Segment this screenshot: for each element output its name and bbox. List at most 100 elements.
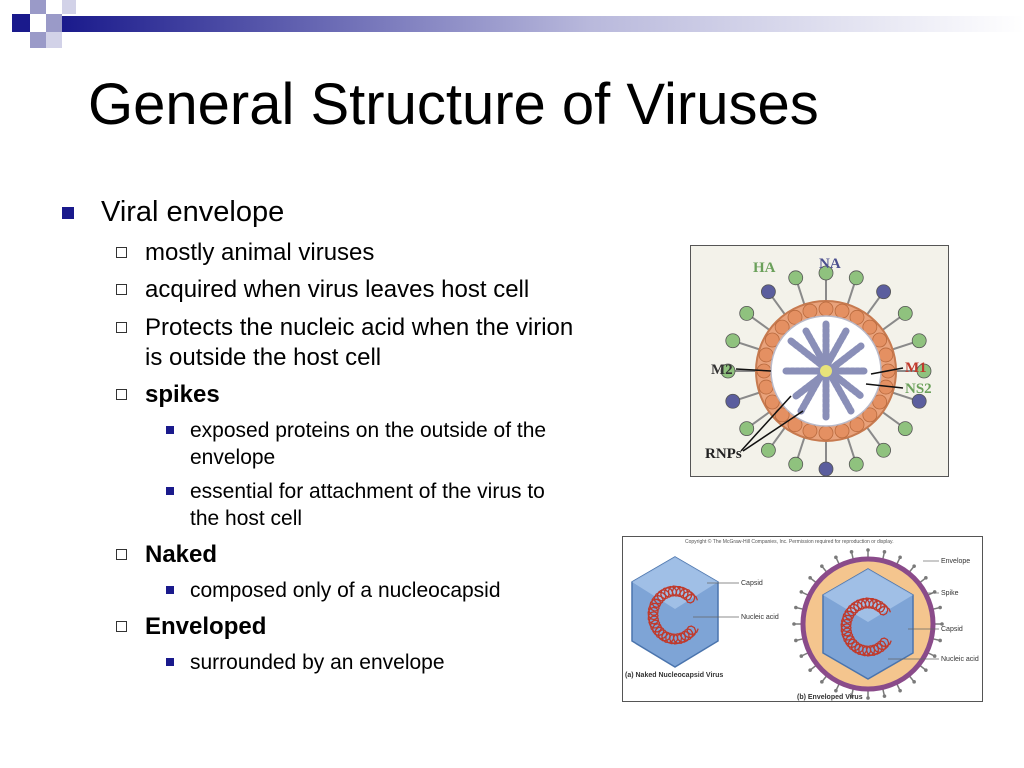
envelope-spike-tip <box>898 555 902 560</box>
envelope-spike-tip <box>820 680 824 684</box>
bullet-text: Viral envelope <box>101 196 285 228</box>
detail-text: essential for attachment of the virus to… <box>190 478 545 532</box>
envelope-bead <box>862 407 878 423</box>
square-bullet-icon <box>166 426 174 434</box>
sub-bullet-naked: Naked <box>116 540 217 570</box>
envelope-bead <box>764 332 780 348</box>
sub-bullet-text: Protects the nucleic acid when the virio… <box>145 313 573 373</box>
envelope-spike-tip <box>794 638 798 643</box>
pointer-ns2 <box>865 383 904 389</box>
line-1: exposed proteins on the outside of the <box>190 419 547 442</box>
surface-spikes <box>720 265 932 476</box>
line-2: envelope <box>190 446 276 469</box>
enveloped-detail: surrounded by an envelope <box>166 649 445 676</box>
hollow-square-bullet-icon <box>116 549 127 560</box>
envelope-spike-tip <box>912 564 916 568</box>
envelope-bead <box>862 319 878 335</box>
envelope-spike-tip <box>898 688 902 693</box>
envelope-spike-tip <box>834 555 838 560</box>
envelope-spike-tip <box>808 668 812 672</box>
square-bullet-icon <box>166 658 174 666</box>
envelope-bead <box>774 407 790 423</box>
ha-spike-head <box>897 421 913 437</box>
envelope-bead <box>764 394 780 410</box>
sub-bullet-acquired: acquired when virus leaves host cell <box>116 275 529 305</box>
ha-spike-head <box>876 442 892 458</box>
envelope-spike-tip <box>799 654 804 658</box>
na-spike-head <box>818 461 834 476</box>
envelope-spike-tip <box>849 550 854 554</box>
ha-spike-head <box>848 270 864 286</box>
ha-spike-head <box>739 421 755 437</box>
envelope-bead <box>774 319 790 335</box>
rnp-core <box>820 365 832 377</box>
envelope-spike-tip <box>938 605 942 610</box>
envelope-spike-tip <box>924 668 928 672</box>
label-nucleic-a: Nucleic acid <box>741 614 779 621</box>
line-1: Protects the nucleic acid when the virio… <box>145 314 574 341</box>
capsid-face-b <box>823 569 913 622</box>
header-decoration <box>12 0 1024 48</box>
envelope-spike-tip <box>849 694 854 698</box>
envelope-bead <box>834 303 850 319</box>
label-spike: Spike <box>941 590 959 597</box>
envelope-beads <box>756 301 896 441</box>
envelope-bead <box>787 309 803 325</box>
ha-spike-head <box>788 270 804 286</box>
detail-text: surrounded by an envelope <box>190 651 445 674</box>
spikes-detail-exposed: exposed proteins on the outside of the e… <box>166 417 546 471</box>
label-capsid-a: Capsid <box>741 580 763 587</box>
pointer-rnps <box>740 395 792 452</box>
copyright-text: Copyright © The McGraw-Hill Companies, I… <box>685 538 894 545</box>
nucleic-acid-coil-b <box>840 597 892 657</box>
envelope-spike-tip <box>882 694 887 698</box>
envelope-bead <box>818 425 834 441</box>
line-1: essential for attachment of the virus to <box>190 480 545 503</box>
pointer-m1 <box>870 367 904 375</box>
na-spike-head <box>725 393 741 409</box>
pointer-rnps-2 <box>742 410 804 452</box>
naked-vs-enveloped-figure: Copyright © The McGraw-Hill Companies, I… <box>622 536 983 702</box>
slide-title: General Structure of Viruses <box>88 72 819 137</box>
envelope-spike-tip <box>794 605 798 610</box>
ha-spike-head <box>788 456 804 472</box>
hollow-square-bullet-icon <box>116 621 127 632</box>
ha-spike-head <box>848 456 864 472</box>
envelope-spike-tip <box>882 550 887 554</box>
ha-spike-head <box>725 333 741 349</box>
virus-comparison-diagram: Copyright © The McGraw-Hill Companies, I… <box>625 538 979 701</box>
hollow-square-bullet-icon <box>116 247 127 258</box>
na-spike-head <box>911 393 927 409</box>
envelope-spike-tip <box>940 622 944 626</box>
label-nucleic-b: Nucleic acid <box>941 656 979 663</box>
envelope-spike-tip <box>938 638 942 643</box>
envelope-bead <box>802 423 818 439</box>
ha-spike-head <box>739 305 755 321</box>
envelope-bead <box>849 309 865 325</box>
caption-b: (b) Enveloped Virus <box>797 694 863 701</box>
sub-bullet-animal: mostly animal viruses <box>116 238 374 268</box>
envelope-spike-tip <box>866 696 870 700</box>
label-m1: M1 <box>905 360 927 376</box>
sub-bullet-text: acquired when virus leaves host cell <box>145 276 530 303</box>
label-rnps: RNPs <box>705 446 742 462</box>
line-2: the host cell <box>190 507 303 530</box>
sub-bullet-spikes: spikes <box>116 380 220 410</box>
capsid-face-a <box>632 557 718 609</box>
ha-spike-head <box>911 333 927 349</box>
pointer-m2 <box>735 368 772 372</box>
envelope-bead <box>849 417 865 433</box>
envelope-bead <box>787 417 803 433</box>
sub-bullet-text: spikes <box>145 381 220 408</box>
na-spike-head <box>876 284 892 300</box>
ha-spike-head <box>760 442 776 458</box>
envelope-bead <box>818 301 834 317</box>
label-envelope: Envelope <box>941 558 970 565</box>
square-bullet-icon <box>166 487 174 495</box>
na-spike-head <box>760 284 776 300</box>
influenza-diagram: HA NA M2 M1 NS2 RNPs <box>705 256 932 476</box>
label-m2: M2 <box>711 362 733 378</box>
nucleic-acid-coil-a <box>647 585 699 645</box>
label-capsid-b: Capsid <box>941 626 963 633</box>
hollow-square-bullet-icon <box>116 389 127 400</box>
